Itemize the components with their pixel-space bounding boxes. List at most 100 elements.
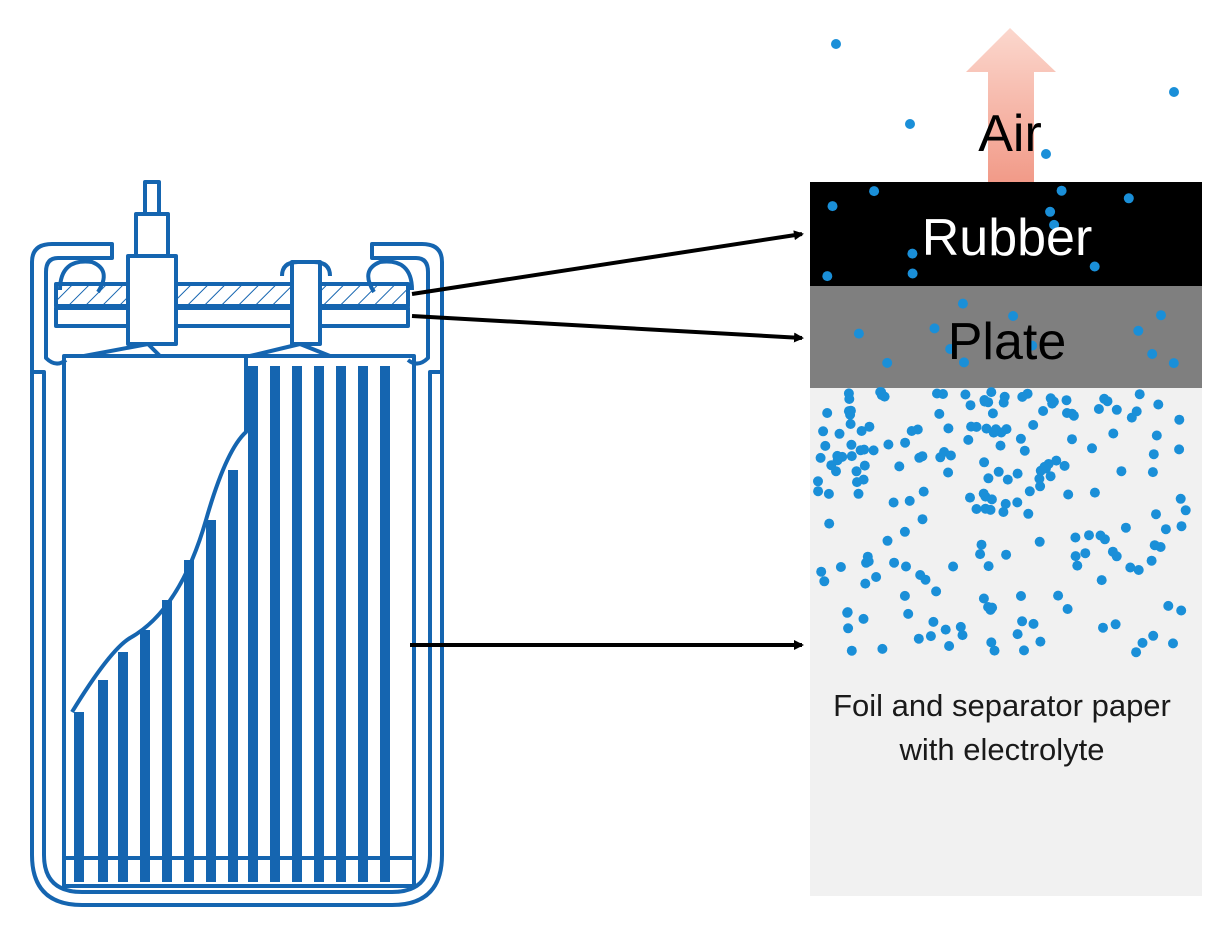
particle-dot — [844, 394, 855, 404]
particle-dot — [1061, 395, 1072, 406]
particle-dot — [819, 576, 830, 587]
particle-dot — [882, 357, 893, 368]
particle-dot — [987, 408, 998, 419]
particle-dot — [1176, 521, 1187, 532]
particle-dot — [1098, 622, 1108, 633]
particle-dot — [971, 421, 982, 432]
particle-dot — [822, 408, 833, 418]
particle-dot — [1137, 637, 1148, 648]
particle-dot — [1012, 497, 1023, 508]
particle-dot — [1027, 340, 1038, 351]
plate-layer — [810, 286, 1202, 388]
particle-dot — [983, 473, 994, 484]
particle-dot — [834, 428, 845, 439]
particle-dot — [894, 461, 905, 472]
particle-dot — [888, 497, 899, 508]
particle-dot — [826, 460, 837, 471]
particle-dot — [1000, 498, 1011, 509]
particle-dot — [978, 488, 989, 499]
particle-dot — [1056, 185, 1067, 196]
particle-dot — [903, 608, 914, 619]
particle-dot — [925, 631, 936, 642]
particle-dot — [913, 633, 924, 644]
particle-dot — [1028, 420, 1039, 430]
particle-dot — [869, 186, 880, 197]
particle-dot — [1151, 509, 1161, 520]
particle-dot — [813, 486, 824, 497]
particle-dot — [1035, 636, 1046, 647]
particle-dot — [939, 447, 950, 457]
particle-dot — [960, 389, 971, 400]
rubber-label: Rubber — [921, 209, 1093, 267]
particle-dot — [971, 504, 982, 514]
particle-dot — [989, 645, 1000, 656]
particle-dot — [815, 452, 826, 463]
particle-dot — [1072, 560, 1083, 571]
particle-dot — [1156, 310, 1166, 321]
particle-dot — [1107, 546, 1118, 557]
particle-dot — [965, 492, 975, 503]
particle-dot — [1110, 619, 1121, 630]
particle-dot — [1017, 391, 1028, 402]
particle-dot — [1168, 358, 1179, 369]
particle-dot — [905, 119, 915, 129]
particle-dot — [1017, 616, 1028, 627]
particle-dot — [1147, 467, 1158, 478]
particle-dot — [1149, 540, 1160, 551]
particle-dot — [856, 426, 867, 436]
particle-dot — [1024, 486, 1035, 497]
particle-dot — [846, 439, 857, 450]
particle-dot — [986, 387, 997, 398]
particle-dot — [883, 439, 894, 450]
particle-dot — [965, 400, 976, 411]
particle-dot — [900, 437, 911, 448]
particle-dot — [1151, 430, 1162, 441]
particle-dot — [906, 426, 917, 436]
foil-label: Foil and separator paper with electrolyt… — [833, 688, 1171, 767]
arrow-to-plate — [411, 314, 804, 343]
particle-dot — [1043, 459, 1054, 469]
capacitor-cutaway-icon — [30, 180, 444, 907]
particle-dot — [1019, 445, 1030, 456]
particle-dot — [986, 494, 997, 505]
particle-dot — [945, 344, 956, 354]
particle-dot — [1174, 414, 1185, 425]
particle-dot — [1175, 493, 1186, 504]
electrolyte-particles — [813, 39, 1191, 658]
particle-dot — [1180, 505, 1191, 516]
particle-dot — [855, 445, 866, 456]
particle-dot — [1120, 522, 1131, 533]
particle-dot — [846, 645, 857, 656]
particle-dot — [1133, 325, 1144, 336]
particle-dot — [1038, 406, 1049, 416]
particle-dot — [938, 389, 948, 399]
particle-dot — [827, 201, 838, 212]
particle-dot — [918, 486, 929, 497]
particle-dot — [1034, 536, 1045, 547]
particle-dot — [1163, 600, 1174, 611]
particle-dot — [818, 426, 829, 437]
particle-dot — [1059, 460, 1070, 471]
particle-dot — [871, 572, 882, 582]
particle-dot — [934, 408, 945, 419]
particle-dot — [957, 298, 968, 309]
particle-dot — [845, 419, 856, 429]
particle-dot — [1116, 466, 1127, 477]
particle-dot — [832, 450, 843, 461]
particle-dot — [963, 434, 974, 445]
particle-dot — [824, 518, 835, 529]
particle-dot — [996, 427, 1007, 438]
particle-dot — [831, 39, 841, 49]
particle-dot — [1070, 532, 1081, 543]
particle-dot — [915, 570, 926, 580]
particle-dot — [901, 561, 911, 572]
particle-dot — [1131, 647, 1142, 658]
particle-dot — [823, 488, 834, 499]
particle-dot — [1153, 399, 1164, 410]
particle-dot — [1102, 396, 1113, 407]
particle-dot — [1148, 630, 1159, 641]
particle-dot — [980, 503, 991, 514]
particle-dot — [858, 613, 869, 624]
particle-dot — [1160, 524, 1171, 535]
particle-dot — [1176, 605, 1187, 616]
